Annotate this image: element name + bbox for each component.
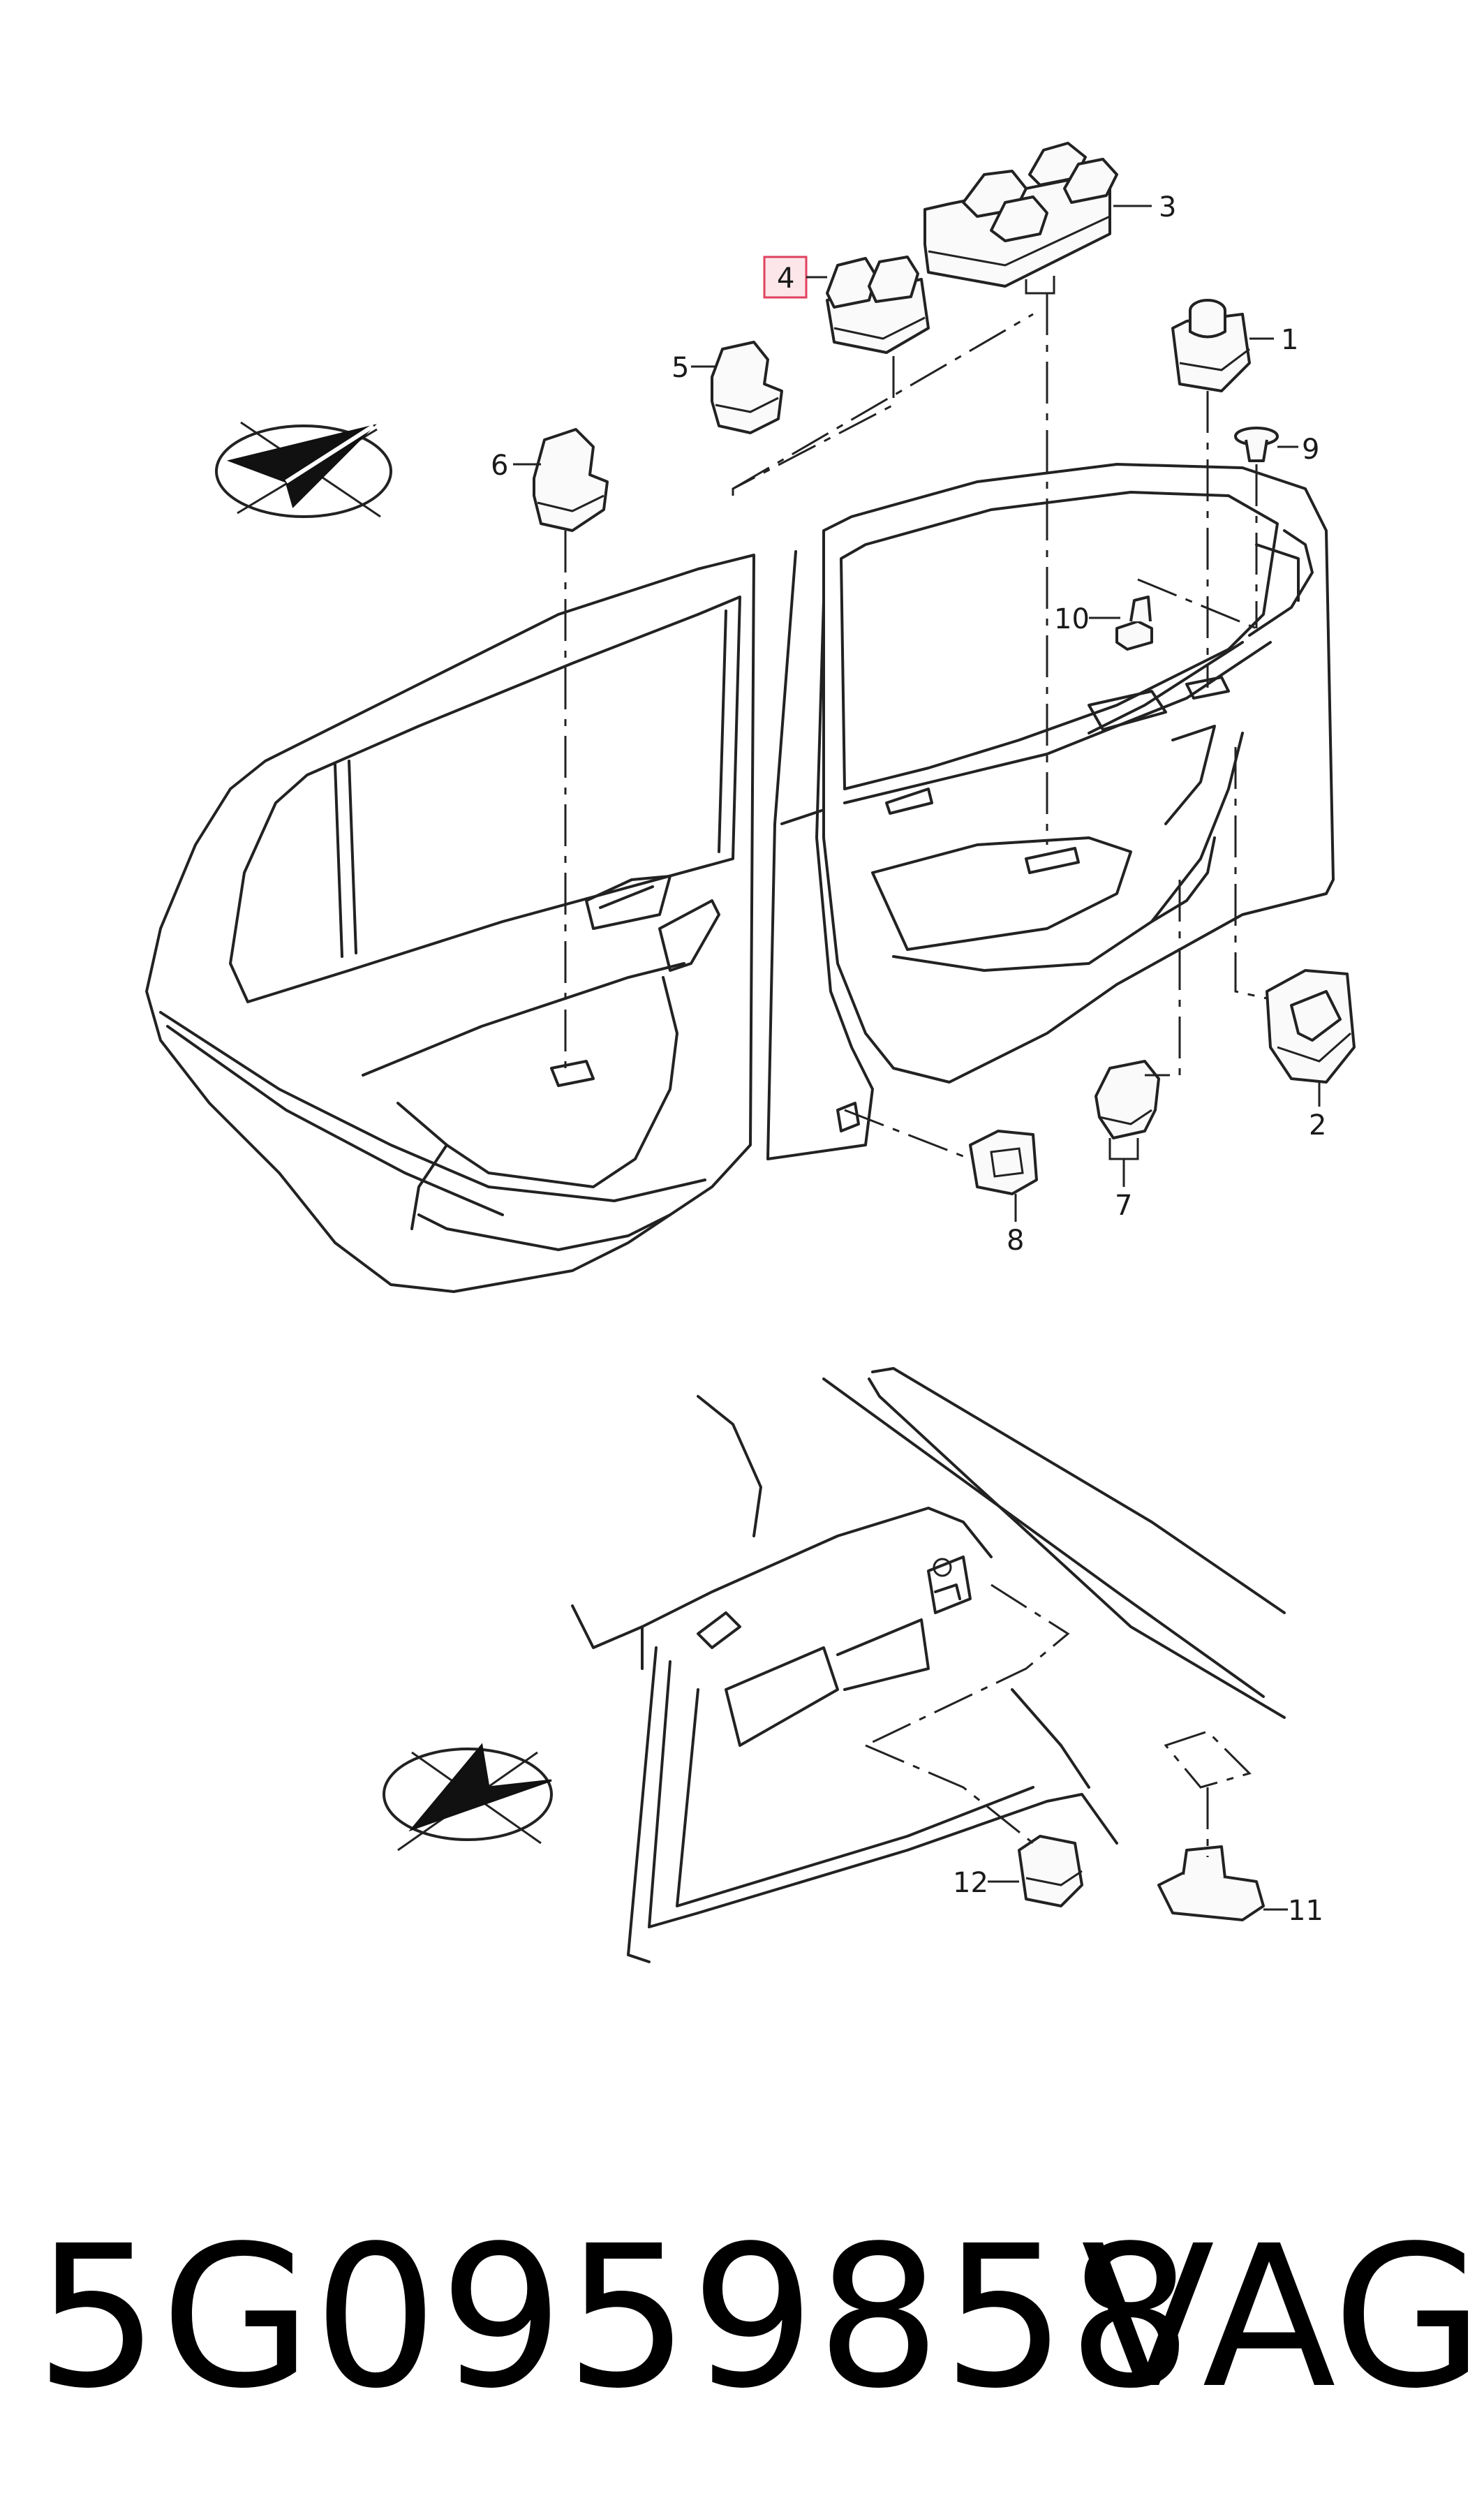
- part-2-window-switch: [1266, 969, 1356, 1084]
- part-11-switch: [1157, 1845, 1265, 1921]
- part-1-mirror-switch: [1171, 299, 1251, 392]
- direction-arrow-icon: [215, 421, 392, 518]
- part-7-single-switch: [1095, 1060, 1160, 1160]
- callout-8: 8: [1007, 1194, 1024, 1257]
- front-door-illustration: [822, 463, 1335, 1084]
- callout-2: 2: [1309, 1082, 1326, 1142]
- part-9-clip: [1234, 427, 1279, 462]
- svg-text:3: 3: [1159, 191, 1176, 223]
- b-pillar-illustration: [766, 550, 874, 1160]
- part-5-single-switch: [711, 341, 783, 434]
- part-6-single-switch: [533, 428, 609, 532]
- callout-6: 6: [491, 450, 541, 482]
- rear-door-illustration: [145, 554, 755, 1293]
- part-10-bracket: [1115, 596, 1153, 651]
- svg-text:2: 2: [1309, 1109, 1326, 1142]
- direction-arrow-icon: [383, 1743, 553, 1852]
- part-3-window-switch-4: [923, 142, 1118, 295]
- part-number-text: 5G0959858: [35, 2204, 1194, 2432]
- callout-10: 10: [1054, 603, 1120, 635]
- callout-11: 11: [1263, 1895, 1323, 1927]
- svg-text:6: 6: [491, 450, 508, 482]
- callout-5: 5: [671, 352, 715, 384]
- svg-text:4: 4: [777, 263, 794, 295]
- brand-text: VAG: [1081, 2204, 1484, 2432]
- svg-text:7: 7: [1115, 1190, 1132, 1222]
- svg-text:10: 10: [1054, 603, 1090, 635]
- part-8-small-switch: [969, 1130, 1038, 1195]
- svg-text:5: 5: [671, 352, 689, 384]
- callout-9: 9: [1277, 434, 1319, 466]
- lower-leader-lines: [865, 1583, 1252, 1857]
- callout-4-highlight: [763, 256, 808, 299]
- callout-1: 1: [1249, 324, 1298, 356]
- svg-text:1: 1: [1281, 324, 1298, 356]
- svg-text:11: 11: [1288, 1895, 1323, 1927]
- callout-7: 7: [1115, 1159, 1132, 1222]
- svg-text:9: 9: [1302, 434, 1319, 466]
- console-illustration: [571, 1367, 1286, 1963]
- part-12-switch: [1018, 1835, 1083, 1907]
- leader-lines: [564, 293, 1268, 1160]
- parts-diagram: 3 4 5 6 1 9 10 2 7 8 12: [145, 142, 1356, 1963]
- part-4-window-switch-2: [826, 256, 930, 354]
- callout-12: 12: [953, 1867, 1019, 1899]
- callout-4: 4: [763, 256, 827, 299]
- svg-text:12: 12: [953, 1867, 988, 1899]
- callout-3: 3: [1113, 191, 1176, 223]
- svg-text:8: 8: [1007, 1225, 1024, 1257]
